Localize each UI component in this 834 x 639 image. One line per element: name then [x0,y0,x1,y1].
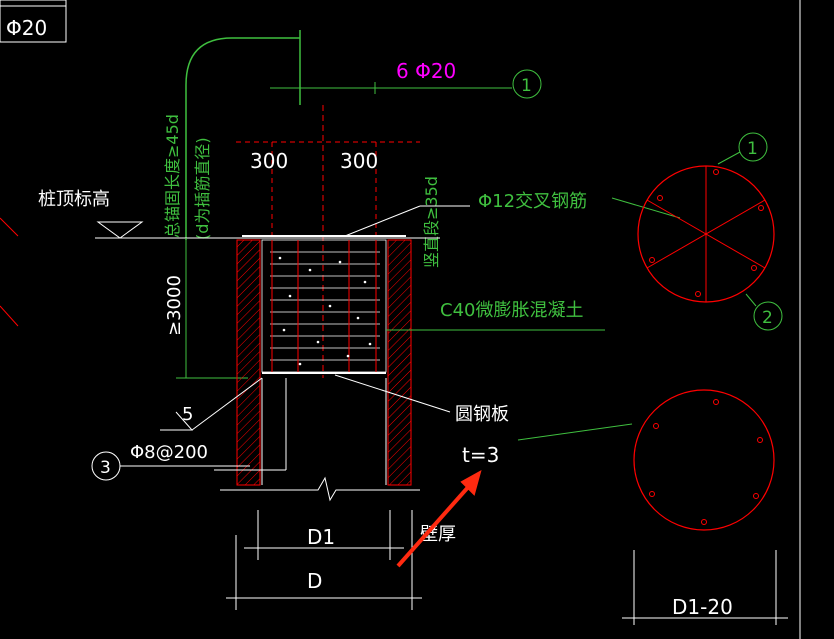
diameter-note-label: (d为插筋直径) [193,137,212,240]
plate-arrow [517,423,633,441]
rebar-hook-line [185,37,300,240]
dim-300-left: 300 [250,149,288,173]
dim-D1-20-label: D1-20 [672,595,733,619]
topleft-label-box: Φ20 [0,0,67,43]
anchor-length-label: 总锚固长度≥45d [163,114,182,238]
break-line [220,476,420,502]
section-circle-bottom [633,389,775,531]
dim-D-label: D [307,569,322,593]
concrete-core [261,239,387,373]
pile-top-elevation-label: 桩顶标高 [38,189,110,210]
steel-plate-label: 圆钢板 [455,404,509,425]
callout-2: 2 [762,308,773,328]
annotation-arrow-head [460,469,482,496]
steel-plate-leader [334,374,451,413]
main-rebar-label: 6 Φ20 [396,59,456,83]
stirrup-label: Φ8@200 [130,442,208,463]
cross-rebar-label: Φ12交叉钢筋 [478,191,587,212]
callout-3: 3 [100,458,111,478]
plate-thickness-label: t=3 [462,443,499,467]
section-circle-top [637,165,775,303]
cross-rebar-leader [344,205,421,237]
weld-size-label: 5 [182,404,193,425]
concrete-label: C40微膨胀混凝土 [440,300,583,321]
dim-300-right: 300 [340,149,378,173]
callout-circle-1-top [512,69,542,99]
cross-rebar-arrow [611,197,681,219]
dim-3000-label: ≥3000 [164,275,185,336]
callout-circle-2 [753,301,783,331]
callout-1-top: 1 [521,76,532,96]
dim-D1-label: D1 [307,525,335,549]
callout-1-section: 1 [747,139,758,159]
callout-circle-1-section [738,132,768,162]
pile-wall-right [387,239,412,486]
annotation-arrow [396,483,472,568]
elevation-triangle [96,221,144,239]
topleft-label: Φ20 [6,16,47,40]
straight-segment-label: 竖直段≥35d [422,176,441,268]
pile-wall-left [236,239,261,486]
